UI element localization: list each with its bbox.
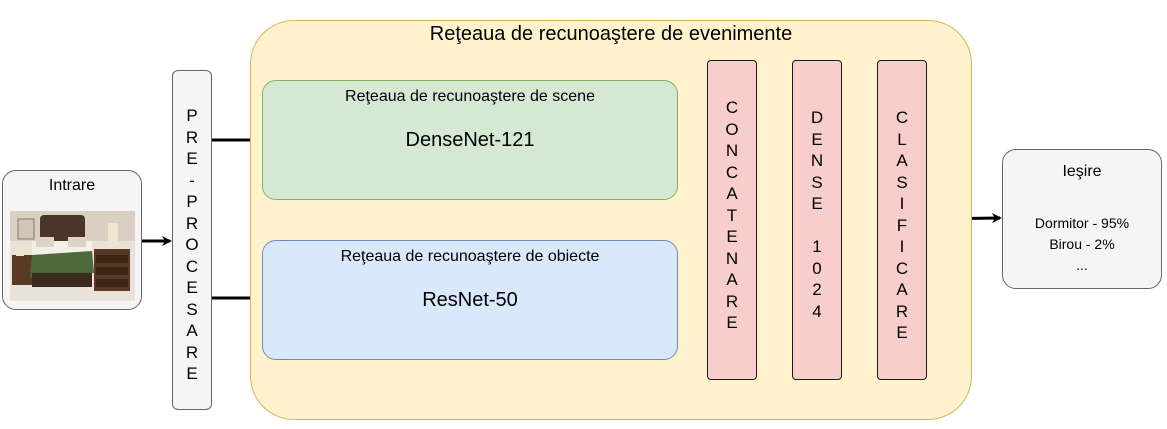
dense-letter: E bbox=[811, 194, 823, 213]
object-model-name: ResNet-50 bbox=[422, 289, 518, 311]
classifier-letter: R bbox=[895, 301, 909, 321]
preprocessing-letter: C bbox=[185, 256, 199, 276]
classifier-letter: S bbox=[896, 172, 908, 192]
preprocessing-letter: R bbox=[185, 342, 199, 362]
concat-letter: C bbox=[725, 162, 739, 182]
preprocessing-letter: A bbox=[186, 321, 198, 340]
concat-letter: A bbox=[726, 270, 738, 289]
concat-letter: C bbox=[725, 98, 739, 117]
preprocessing-letter: O bbox=[185, 235, 199, 254]
object-recognition-network: Reţeaua de recunoaştere de obiecte ResNe… bbox=[262, 240, 678, 360]
dense-letter: 0 bbox=[812, 258, 822, 278]
input-label: Intrare bbox=[48, 177, 96, 194]
dense-letter bbox=[793, 217, 841, 239]
classifier-letter: A bbox=[896, 151, 908, 170]
classifier-letter: A bbox=[896, 280, 908, 299]
output-line-3: ... bbox=[1076, 257, 1088, 273]
preprocessing-letter: P bbox=[186, 192, 198, 211]
scene-network-label: Reţeaua de recunoaştere de scene bbox=[345, 88, 595, 105]
preprocessing-letter: R bbox=[185, 127, 199, 147]
classifier-letter: L bbox=[897, 129, 907, 149]
concat-letter: R bbox=[725, 291, 739, 311]
dense-letter: E bbox=[811, 129, 823, 149]
concat-letter: N bbox=[725, 141, 739, 160]
dense-letter: 4 bbox=[812, 301, 822, 321]
classifier-letter: C bbox=[895, 108, 909, 127]
dense-letter: 1 bbox=[812, 237, 822, 256]
scene-model-name: DenseNet-121 bbox=[405, 129, 535, 151]
preprocessing-letter: E bbox=[186, 364, 198, 383]
preprocessing-letter: P bbox=[186, 106, 198, 125]
classifier-letter: C bbox=[895, 258, 909, 278]
output-node: Ieşire Dormitor - 95% Birou - 2% ... bbox=[1002, 149, 1162, 289]
object-network-label: Reţeaua de recunoaştere de obiecte bbox=[340, 248, 600, 265]
preprocessing-letter: - bbox=[189, 170, 195, 190]
preprocessing-letter: R bbox=[185, 213, 199, 233]
dense-letter: 2 bbox=[812, 280, 822, 299]
input-node: Intrare bbox=[2, 170, 142, 310]
classifier-letter: E bbox=[896, 323, 908, 342]
preprocessing-letter: E bbox=[186, 149, 198, 168]
concat-letter: N bbox=[725, 248, 739, 268]
concat-letter: O bbox=[725, 119, 739, 139]
output-line-2: Birou - 2% bbox=[1049, 236, 1115, 252]
classifier-letter: I bbox=[899, 194, 905, 213]
output-label: Ieşire bbox=[1062, 163, 1102, 180]
preprocessing-letter: S bbox=[186, 299, 198, 319]
dense-letter: S bbox=[811, 172, 823, 192]
concat-letter: E bbox=[726, 227, 738, 246]
concat-letter: T bbox=[726, 205, 738, 225]
scene-recognition-network: Reţeaua de recunoaştere de scene DenseNe… bbox=[262, 80, 678, 200]
concat-letter: A bbox=[726, 184, 738, 203]
dense-letter: N bbox=[810, 151, 824, 170]
classifier-letter: F bbox=[896, 215, 908, 235]
event-network-title: Reţeaua de recunoaştere de evenimente bbox=[429, 23, 793, 45]
output-line-1: Dormitor - 95% bbox=[1034, 215, 1130, 231]
dense-letter: D bbox=[810, 108, 824, 127]
bedroom-image bbox=[10, 211, 135, 301]
preprocessing-letter: E bbox=[186, 278, 198, 297]
concat-letter: E bbox=[726, 313, 738, 332]
classifier-letter: I bbox=[899, 237, 905, 256]
